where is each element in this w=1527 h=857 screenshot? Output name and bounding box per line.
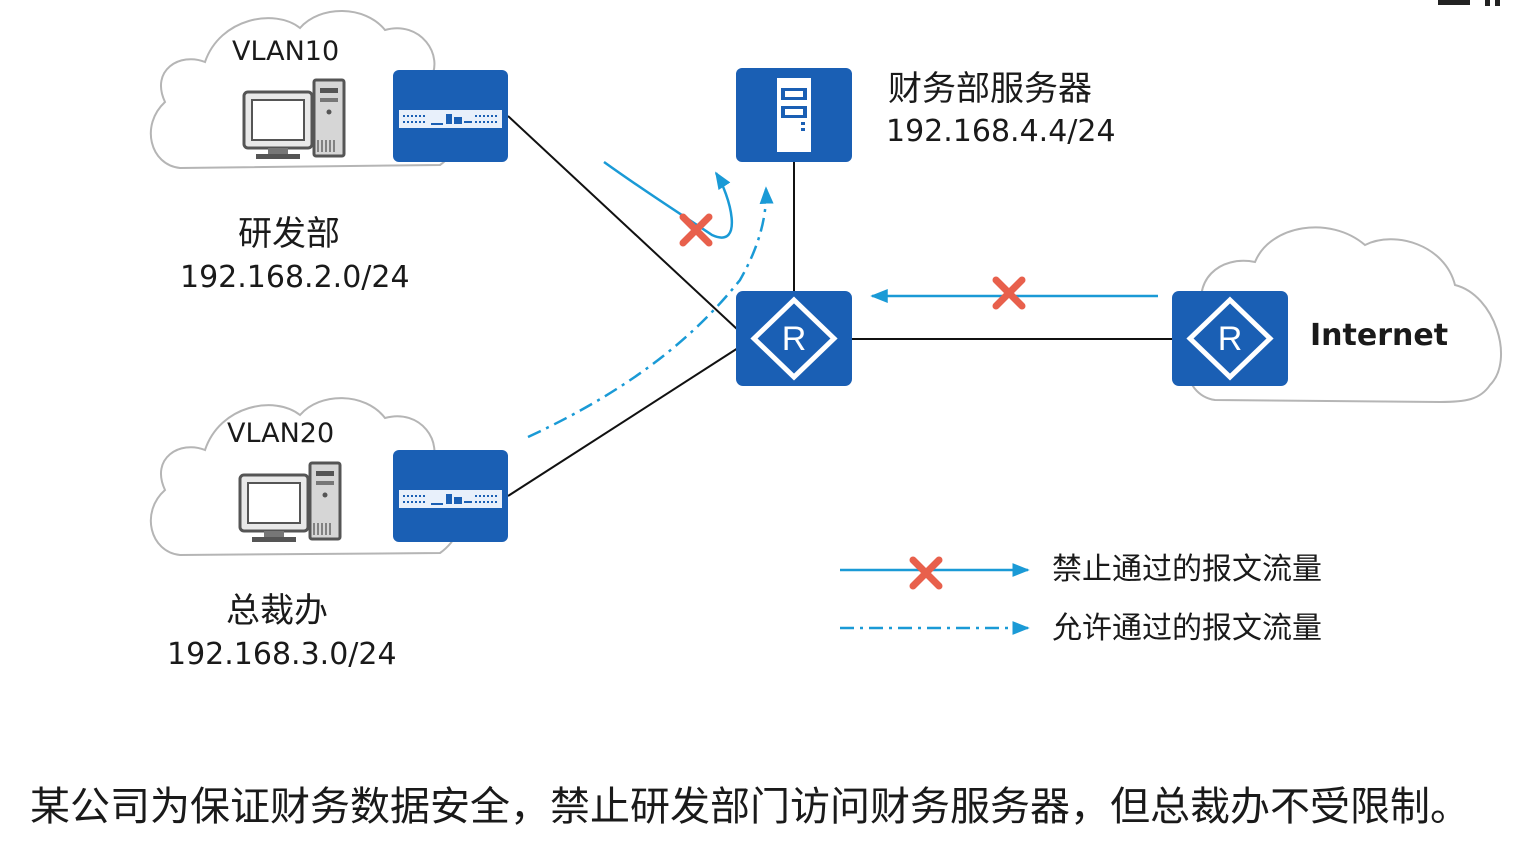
router-icon [1172,291,1288,386]
switch-icon [392,69,509,163]
ceo-office-label: 总裁办 [226,591,328,631]
rd-dept-label: 研发部 [238,214,340,254]
server-icon [736,68,852,162]
internet-label: Internet [1310,318,1449,353]
desktop-pc-icon [242,78,346,161]
server-ip-label: 192.168.4.4/24 [886,114,1116,149]
caption-text: 某公司为保证财务数据安全，禁止研发部门访问财务服务器，但总裁办不受限制。 [30,784,1470,830]
legend-allowed-label: 允许通过的报文流量 [1052,611,1322,646]
rd-subnet-label: 192.168.2.0/24 [180,260,410,295]
vlan10-label: VLAN10 [232,36,340,67]
server-name-label: 财务部服务器 [888,69,1092,109]
desktop-pc-icon [238,461,342,544]
deny-x-icon [996,280,1022,306]
router-icon [736,291,852,386]
deny-x-icon [913,560,939,586]
ceo-subnet-label: 192.168.3.0/24 [167,637,397,672]
switch-icon [392,449,509,543]
vlan20-label: VLAN20 [227,418,335,449]
legend-denied-label: 禁止通过的报文流量 [1052,552,1322,587]
